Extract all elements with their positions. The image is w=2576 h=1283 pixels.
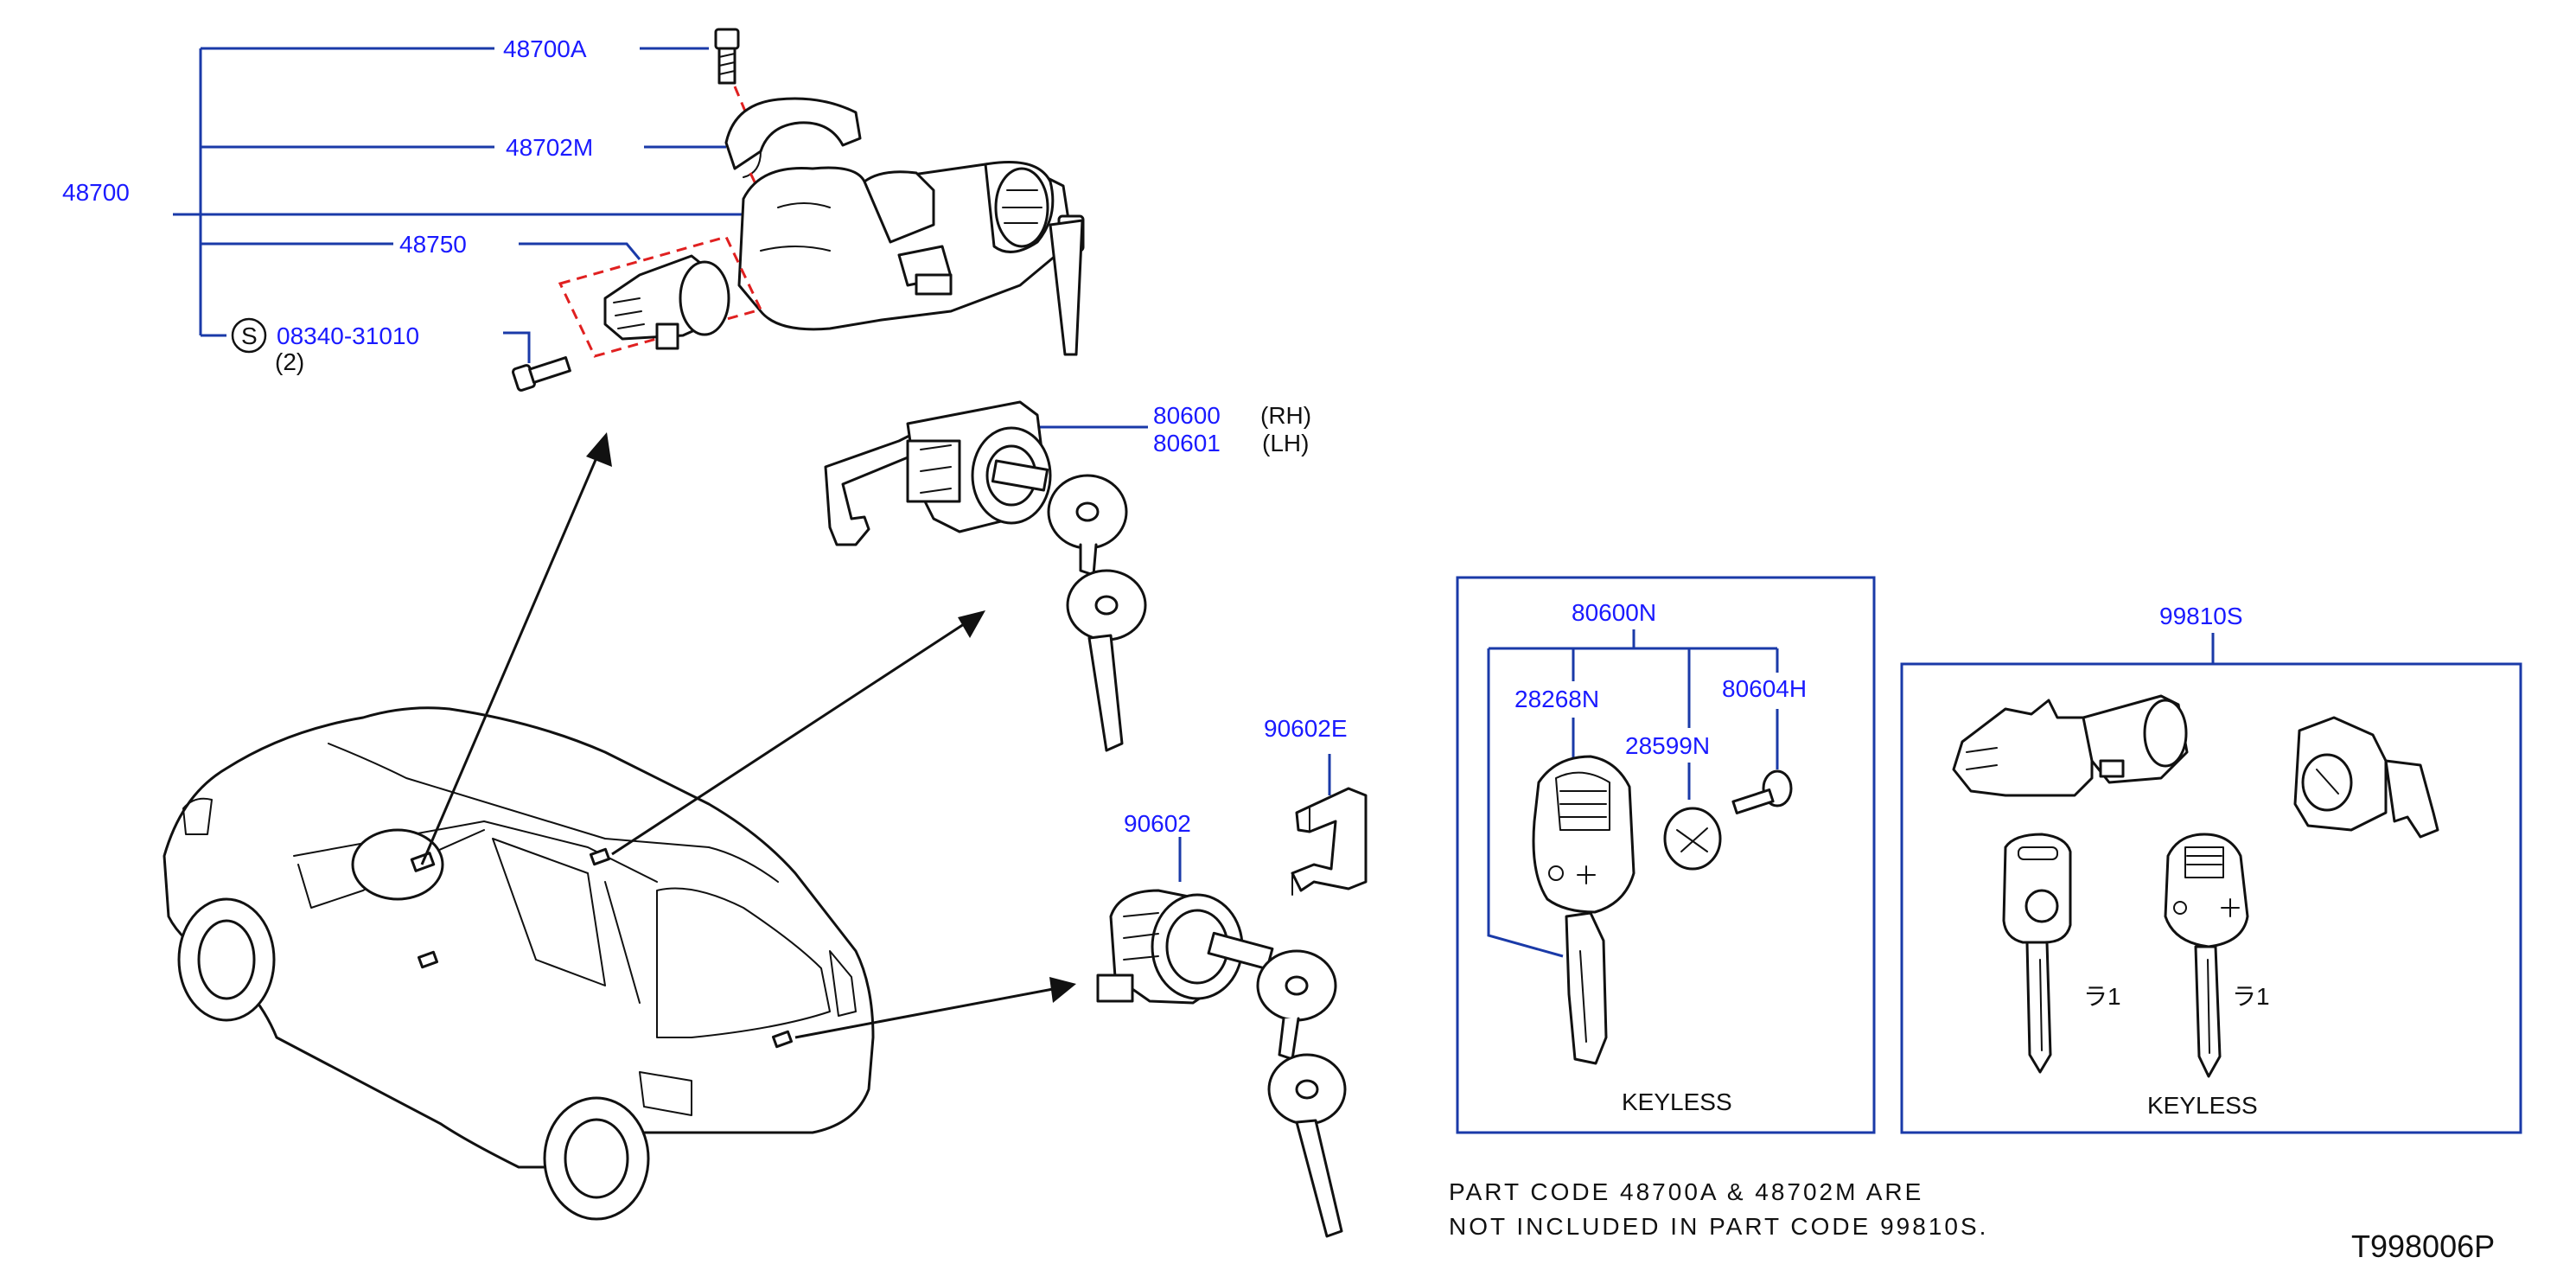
s-symbol: S (241, 322, 258, 349)
part-label-48700: 48700 (62, 179, 130, 206)
clamp-part (724, 97, 862, 178)
part-label-90602e: 90602E (1264, 715, 1348, 742)
part-label-99810s: 99810S (2159, 603, 2243, 629)
keyless-label-left: KEYLESS (1622, 1088, 1732, 1115)
part-label-48750: 48750 (399, 231, 467, 258)
keyless-label-right: KEYLESS (2147, 1092, 2258, 1119)
remote-screw-part (1731, 769, 1793, 814)
ignition-lock-assembly (512, 28, 1085, 392)
car-body-outline (163, 706, 875, 1221)
keyless-remote-head (1532, 755, 1636, 914)
diagram-code: T998006P (2351, 1229, 2495, 1264)
set-door-lock (2293, 716, 2439, 839)
note-line-1: PART CODE 48700A & 48702M ARE (1449, 1178, 1923, 1205)
part-label-28599n: 28599N (1625, 732, 1710, 759)
side-label-lh: (LH) (1262, 430, 1309, 456)
pointer-arrows (420, 432, 1076, 1039)
lock-set-box-99810s (1900, 662, 2522, 1134)
part-label-48702m: 48702M (506, 134, 593, 161)
set-keyless-remote (2164, 833, 2249, 1078)
ignition-leader-lines (173, 47, 761, 363)
battery-part (1663, 807, 1722, 871)
box-left-leaders (1487, 629, 1779, 958)
trunk-lock-bracket (1291, 787, 1368, 896)
part-label-80600: 80600 (1153, 402, 1221, 429)
assembly-dash-line (733, 86, 750, 120)
part-label-28268n: 28268N (1514, 686, 1599, 712)
trunk-lock-cylinder (1096, 889, 1347, 1238)
part-label-08340-31010: 08340-31010 (277, 322, 419, 349)
keyless-key-blade (1565, 911, 1608, 1065)
quantity-label: (2) (275, 348, 304, 375)
part-label-80600n: 80600N (1572, 599, 1656, 626)
s-symbol-circle (231, 317, 267, 354)
keyless-kit-box-80600n (1456, 576, 1876, 1134)
door-lock-cylinder (824, 400, 1147, 752)
steering-lock-body (737, 161, 1085, 356)
part-label-48700a: 48700A (503, 35, 587, 62)
part-label-90602: 90602 (1124, 810, 1191, 837)
part-label-80601: 80601 (1153, 430, 1221, 456)
assembly-dash-box (558, 235, 763, 358)
side-label-rh: (RH) (1260, 402, 1311, 429)
key-mark-1: ラ1 (2083, 983, 2121, 1010)
trunk-lock-leaders (1178, 754, 1331, 882)
key-mark-2: ラ1 (2232, 983, 2270, 1010)
set-plain-key (2002, 833, 2072, 1074)
note-line-2: NOT INCLUDED IN PART CODE 99810S. (1449, 1213, 1988, 1240)
part-label-80604h: 80604H (1722, 675, 1807, 702)
bolt-part (714, 28, 740, 85)
screw-part (512, 356, 571, 392)
immobilizer-antenna (603, 254, 730, 350)
set-ignition-lock (1952, 694, 2189, 797)
